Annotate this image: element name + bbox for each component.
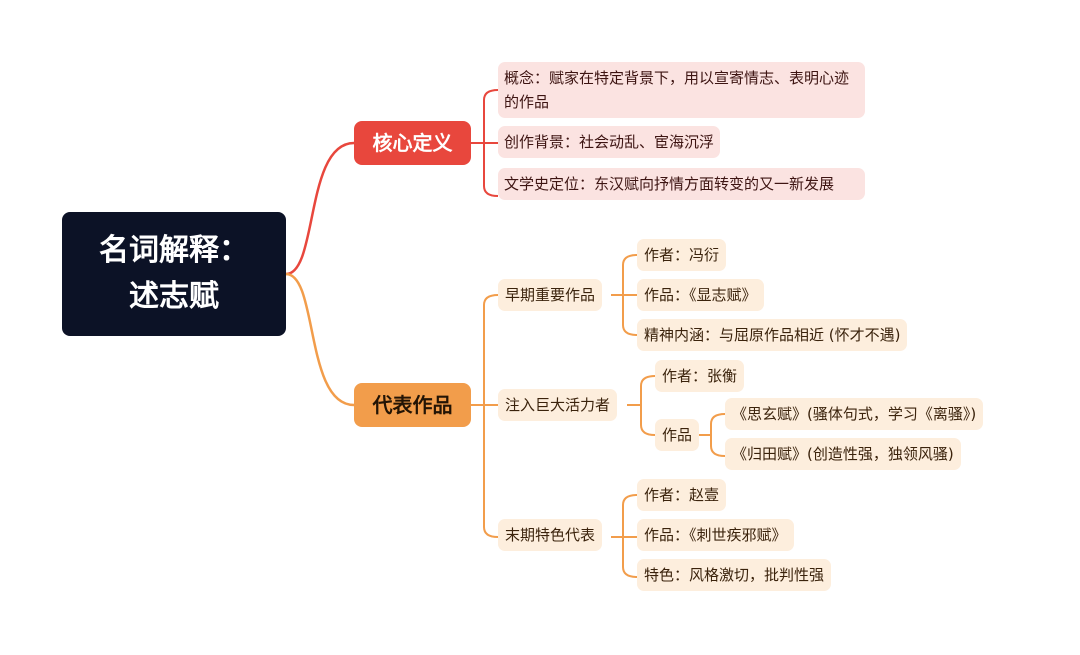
leaf-late-author[interactable]: 作者：赵壹 xyxy=(637,479,727,511)
root-node[interactable]: 名词解释： 述志赋 xyxy=(62,212,286,336)
leaf-early-author[interactable]: 作者：冯衍 xyxy=(637,239,727,271)
root-title-line1: 名词解释： xyxy=(99,233,249,268)
link-mid-leaves xyxy=(627,375,656,436)
node-mid-vitality[interactable]: 注入巨大活力者 xyxy=(498,389,618,421)
branch-representative-works[interactable]: 代表作品 xyxy=(354,383,471,427)
leaf-early-spirit[interactable]: 精神内涵：与屈原作品相近 (怀才不遇) xyxy=(637,319,908,351)
link-late-leaves xyxy=(611,494,638,578)
link-works-children xyxy=(471,294,499,538)
leaf-late-feature[interactable]: 特色：风格激切，批判性强 xyxy=(637,559,832,591)
link-root-core xyxy=(285,141,355,276)
link-early-leaves xyxy=(611,254,638,336)
leaf-history-position[interactable]: 文学史定位：东汉赋向抒情方面转变的又一新发展 xyxy=(498,168,865,200)
leaf-concept[interactable]: 概念：赋家在特定背景下，用以宣寄情志、表明心迹的作品 xyxy=(498,62,865,118)
root-title-line2: 述志赋 xyxy=(129,279,219,314)
leaf-mid-work-sixuan[interactable]: 《思玄赋》(骚体句式，学习《离骚》) xyxy=(725,398,984,430)
node-late-works[interactable]: 末期特色代表 xyxy=(498,519,603,551)
link-core-leaves xyxy=(471,89,499,197)
leaf-background[interactable]: 创作背景：社会动乱、宦海沉浮 xyxy=(498,126,721,158)
leaf-mid-work-guitian[interactable]: 《归田赋》(创造性强，独领风骚) xyxy=(725,438,961,470)
link-mid-works xyxy=(697,413,726,457)
node-mid-works[interactable]: 作品 xyxy=(655,419,700,451)
leaf-mid-author[interactable]: 作者：张衡 xyxy=(655,360,745,392)
leaf-late-work[interactable]: 作品：《刺世疾邪赋》 xyxy=(637,519,794,551)
link-root-works xyxy=(285,272,355,407)
leaf-early-work[interactable]: 作品：《显志赋》 xyxy=(637,279,764,311)
branch-core-definition[interactable]: 核心定义 xyxy=(354,121,471,165)
node-early-works[interactable]: 早期重要作品 xyxy=(498,279,603,311)
